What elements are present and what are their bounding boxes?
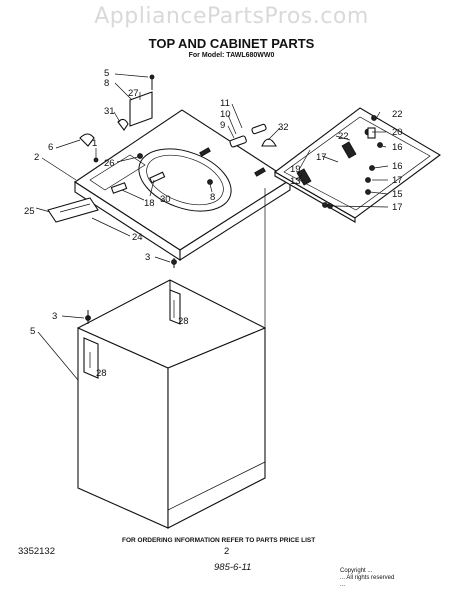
top-panel [74,109,292,262]
callout-20: 20 [392,127,403,138]
callout-1: 1 [92,138,97,149]
leader-lines [35,73,389,381]
callout-16: 16 [392,161,403,172]
callout-22b: 22 [338,131,349,142]
part-number: 3352132 [18,546,55,557]
watermark: AppliancePartsPros.com [94,4,369,29]
callout-labels: 5 8 27 31 1 6 2 26 11 10 9 32 30 8 18 25… [24,68,403,379]
diagram-title: TOP AND CABINET PARTS [148,36,315,51]
callout-17b: 17 [392,202,403,213]
callout-3b: 3 [52,311,57,322]
callout-13a: 13 [290,176,301,187]
callout-26: 26 [104,158,115,169]
callout-2: 2 [34,152,39,163]
callout-28a: 28 [178,316,189,327]
callout-19: 19 [290,164,301,175]
callout-4: 5 [104,68,109,79]
callout-14: 17 [316,152,327,163]
callout-3a: 3 [145,252,150,263]
callout-17a: 17 [392,175,403,186]
callout-24: 24 [132,232,143,243]
small-parts [47,74,383,268]
callout-28b: 28 [96,368,107,379]
copyright-line-3: ... [340,582,345,588]
cabinet [77,279,266,529]
callout-30: 30 [160,194,171,205]
handwritten-code: 985-6-11 [214,562,251,573]
callout-11: 10 [220,109,231,120]
ordering-note: FOR ORDERING INFORMATION REFER TO PARTS … [122,537,315,544]
callout-5: 5 [30,326,35,337]
diagram-subtitle: For Model: TAWL680WW0 [188,52,275,59]
callout-9: 8 [104,78,109,89]
callout-27: 27 [128,88,139,99]
lid [274,107,441,223]
callout-8: 8 [210,192,215,203]
footer: FOR ORDERING INFORMATION REFER TO PARTS … [18,537,394,588]
callout-6: 6 [48,142,53,153]
callout-10: 9 [220,120,225,131]
copyright-line-2: ... All rights reserved [340,575,394,581]
callout-13b: 16 [392,142,403,153]
callout-15: 15 [392,189,403,200]
callout-22a: 22 [392,109,403,120]
callout-32: 32 [278,122,289,133]
copyright-line-1: Copyright ... [340,568,373,574]
callout-18: 18 [144,198,155,209]
callout-25: 25 [24,206,35,217]
page-number: 2 [224,546,229,557]
callout-12: 11 [220,98,230,109]
callout-31: 31 [104,106,115,117]
